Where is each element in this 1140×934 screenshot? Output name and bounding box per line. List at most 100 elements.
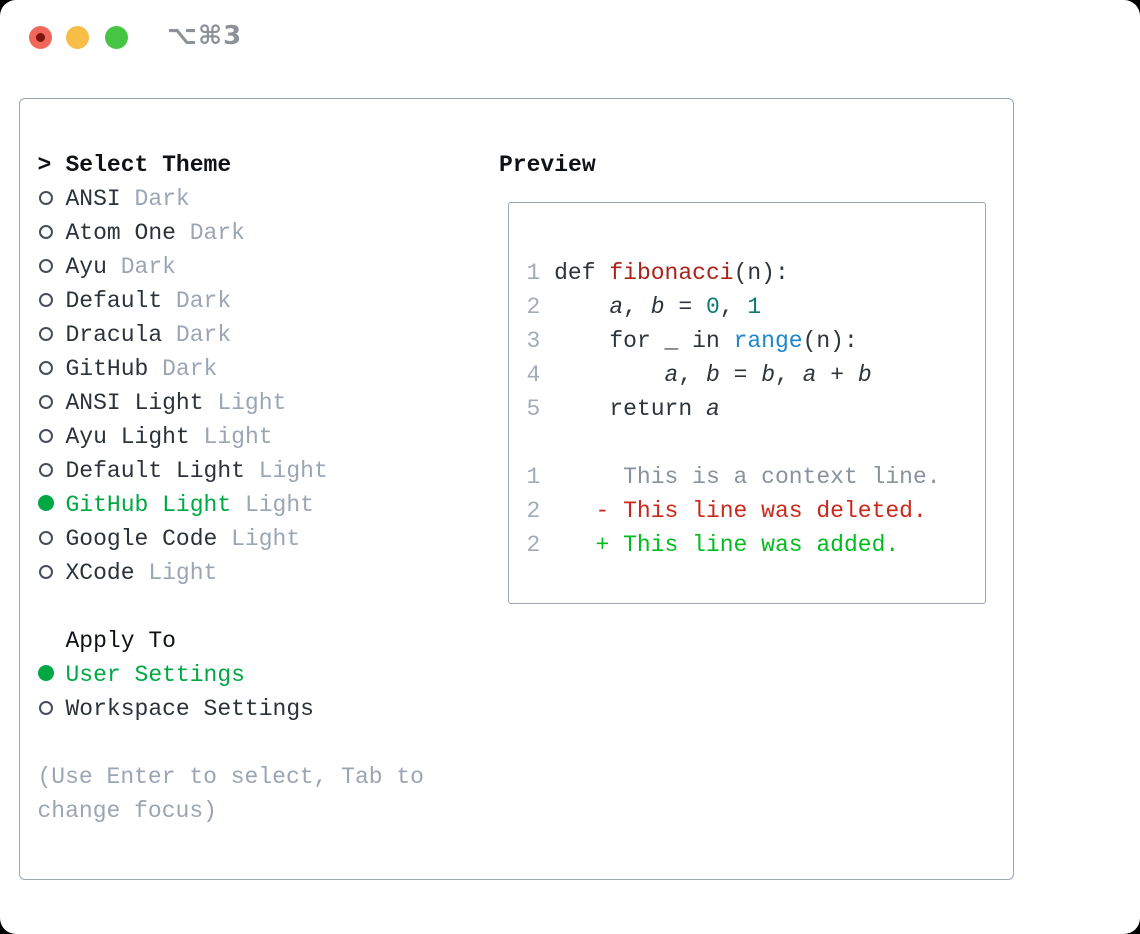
theme-item-ayu-light[interactable]: Ayu Light Light — [38, 420, 483, 454]
theme-item-ayu[interactable]: Ayu Dark — [38, 250, 483, 284]
line-number: 1 — [526, 463, 541, 490]
radio-icon — [38, 428, 53, 443]
radio-cell — [37, 488, 66, 522]
theme-variant-tag: Dark — [120, 253, 176, 280]
minimize-button[interactable] — [66, 26, 89, 49]
theme-name: Atom One — [65, 219, 176, 246]
radio-cell — [38, 556, 66, 590]
theme-item-atom-one[interactable]: Atom One Dark — [38, 216, 483, 250]
theme-name: Ayu — [65, 253, 107, 280]
theme-name: Dracula — [65, 321, 163, 348]
theme-item-github-light[interactable]: GitHub Light Light — [37, 488, 483, 522]
radio-cell — [37, 658, 66, 692]
theme-item-ansi-light[interactable]: ANSI Light Light — [38, 386, 483, 420]
zoom-button[interactable] — [105, 26, 128, 49]
code-line: 1 def fibonacci(n): — [526, 259, 789, 286]
code-line: 4 a, b = b, a + b — [526, 361, 872, 388]
theme-variant-tag: Dark — [134, 185, 190, 212]
radio-cell — [38, 386, 66, 420]
theme-item-default-light[interactable]: Default Light Light — [38, 454, 483, 488]
apply-option-name: User Settings — [65, 661, 245, 688]
radio-icon — [38, 292, 53, 307]
radio-icon — [38, 360, 53, 375]
theme-name: Default Light — [65, 457, 245, 484]
line-number: 5 — [526, 395, 541, 422]
radio-cell — [38, 420, 66, 454]
line-number: 2 — [526, 293, 541, 320]
blank-line — [527, 426, 985, 460]
radio-icon — [38, 224, 53, 239]
theme-variant-tag: Dark — [175, 321, 232, 348]
theme-variant-tag: Light — [148, 559, 218, 586]
theme-name: Google Code — [65, 525, 218, 552]
code-preview: 1 def fibonacci(n): 2 a, b = 0, 1 3 for _ … — [509, 203, 985, 562]
apply-option-user-settings[interactable]: User Settings — [37, 658, 483, 692]
select-theme-label: Select Theme — [65, 151, 232, 178]
theme-item-dracula[interactable]: Dracula Dark — [38, 318, 483, 352]
theme-variant-tag: Light — [244, 491, 314, 518]
code-line: 3 for _ in range(n): — [526, 327, 858, 354]
diff-line-context: 1 This is a context line. — [526, 463, 941, 490]
radio-selected-icon — [37, 664, 54, 681]
window-title: ⌥⌘3 — [167, 21, 243, 51]
code-line: 5 return a — [526, 395, 720, 422]
titlebar: ⌥⌘3 — [0, 0, 1140, 75]
line-number: 4 — [526, 361, 541, 388]
theme-item-default[interactable]: Default Dark — [38, 284, 483, 318]
theme-variant-tag: Light — [203, 423, 273, 450]
radio-selected-icon — [37, 494, 54, 511]
theme-item-github[interactable]: GitHub Dark — [38, 352, 483, 386]
theme-item-google-code[interactable]: Google Code Light — [38, 522, 483, 556]
radio-icon — [38, 190, 53, 205]
radio-cell — [38, 318, 66, 352]
theme-name: ANSI — [65, 185, 121, 212]
theme-variant-tag: Light — [217, 389, 287, 416]
radio-cell — [38, 522, 66, 556]
diff-line-deleted: 2 - This line was deleted. — [526, 497, 927, 524]
theme-name: GitHub Light — [65, 491, 232, 518]
theme-name: XCode — [65, 559, 135, 586]
theme-name: Default — [65, 287, 163, 314]
line-number: 2 — [526, 497, 541, 524]
close-button[interactable] — [29, 26, 52, 49]
radio-cell — [38, 692, 66, 726]
radio-cell — [38, 352, 66, 386]
line-number: 1 — [526, 259, 541, 286]
radio-icon — [38, 326, 53, 341]
line-number: 3 — [526, 327, 541, 354]
theme-variant-tag: Dark — [162, 355, 218, 382]
apply-to-label: Apply To — [65, 627, 176, 654]
theme-name: GitHub — [65, 355, 149, 382]
close-button-dot-icon — [36, 33, 45, 42]
theme-variant-tag: Dark — [189, 219, 245, 246]
theme-variant-tag: Dark — [175, 287, 232, 314]
radio-cell — [38, 454, 66, 488]
radio-cell — [38, 216, 66, 250]
theme-name: Ayu Light — [65, 423, 190, 450]
theme-name: ANSI Light — [65, 389, 204, 416]
radio-icon — [38, 258, 53, 273]
focus-prompt-icon: > — [37, 151, 52, 178]
theme-item-ansi[interactable]: ANSI Dark — [38, 182, 483, 216]
apply-option-name: Workspace Settings — [65, 695, 314, 722]
code-line: 2 a, b = 0, 1 — [526, 293, 762, 320]
radio-icon — [38, 462, 53, 477]
theme-variant-tag: Light — [258, 457, 328, 484]
theme-variant-tag: Light — [231, 525, 301, 552]
theme-item-xcode[interactable]: XCode Light — [38, 556, 483, 590]
radio-icon — [38, 564, 53, 579]
preview-box: 1 def fibonacci(n): 2 a, b = 0, 1 3 for _ … — [507, 201, 986, 604]
radio-icon — [38, 394, 53, 409]
radio-icon — [38, 700, 53, 715]
apply-to-heading: Apply To — [38, 624, 483, 658]
preview-heading: Preview — [499, 151, 596, 178]
select-theme-heading: > Select Theme — [38, 148, 483, 182]
apply-option-workspace-settings[interactable]: Workspace Settings — [38, 692, 483, 726]
radio-icon — [38, 530, 53, 545]
line-number: 2 — [526, 531, 541, 558]
radio-cell — [38, 284, 66, 318]
